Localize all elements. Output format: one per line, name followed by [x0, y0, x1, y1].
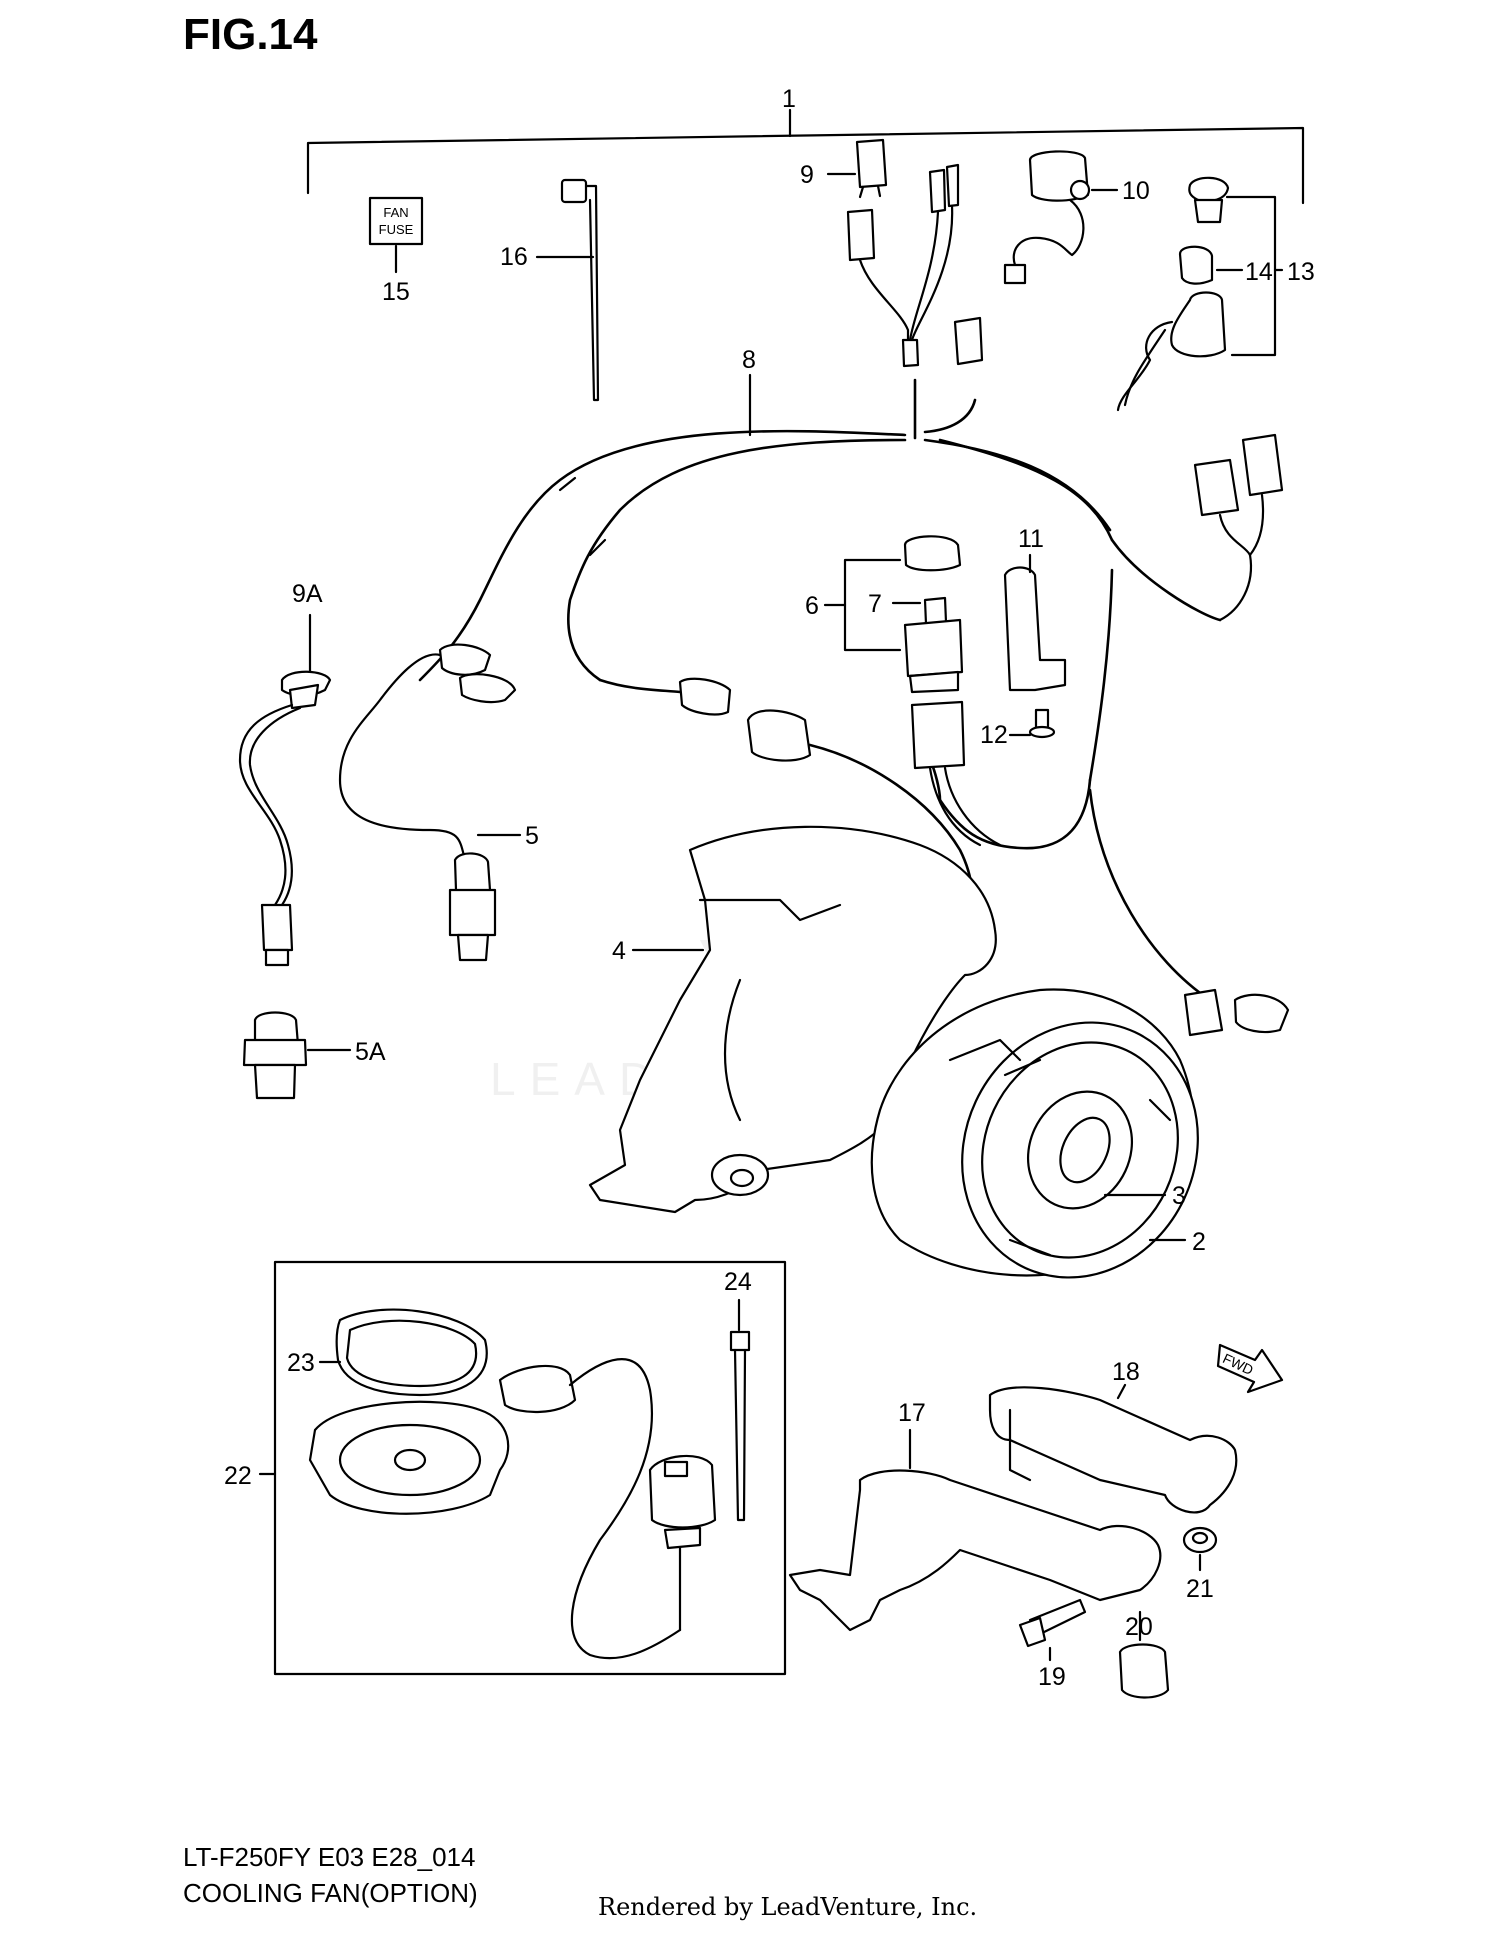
part-label-13: 13: [1287, 258, 1315, 286]
model-code: LT-F250FY E03 E28_014: [183, 1842, 476, 1872]
rendered-by-credit: Rendered by LeadVenture, Inc.: [598, 1893, 978, 1921]
thermo-switch-5: 5: [338, 643, 539, 962]
part-label-3: 3: [1172, 1182, 1186, 1210]
part-label-2: 2: [1192, 1228, 1206, 1256]
part-label-20: 20: [1125, 1613, 1153, 1641]
figure-title: FIG.14: [183, 10, 318, 59]
part-label-7: 7: [868, 590, 882, 618]
cable-tie-16: 16: [500, 178, 600, 402]
switch-10: 10: [1003, 150, 1150, 285]
fan-shroud-4: 4: [588, 825, 997, 1214]
harness-connectors-right: [1193, 433, 1284, 622]
part-label-1: 1: [782, 85, 796, 113]
part-label-9a: 9A: [292, 580, 323, 608]
part-label-17: 17: [898, 1399, 926, 1427]
fan-connector-right: [1183, 988, 1290, 1037]
part-label-10: 10: [1122, 177, 1150, 205]
kit-bracket-1: 1: [306, 85, 1305, 205]
part-label-11: 11: [1018, 525, 1044, 553]
part-label-15: 15: [382, 278, 410, 306]
fan-motor-2: 3 2: [870, 988, 1206, 1279]
nut-21: 21: [1182, 1526, 1218, 1603]
collar-20: 20: [1118, 1610, 1170, 1699]
screw-12: 12: [980, 708, 1056, 749]
part-label-5a: 5A: [355, 1038, 386, 1066]
part-label-22: 22: [224, 1462, 252, 1490]
part-label-12: 12: [980, 721, 1008, 749]
part-label-5: 5: [525, 822, 539, 850]
part-label-6: 6: [805, 592, 819, 620]
part-label-14: 14: [1245, 258, 1273, 286]
part-label-18: 18: [1112, 1358, 1140, 1386]
sensor-assy-13: 14 13: [1116, 176, 1315, 412]
part-label-8: 8: [742, 346, 756, 374]
part-label-21: 21: [1186, 1575, 1214, 1603]
bolt-19: 19: [1018, 1598, 1087, 1691]
fuse-label-line2: FUSE: [379, 222, 414, 237]
part-label-23: 23: [287, 1349, 315, 1377]
part-label-9: 9: [800, 161, 814, 189]
fuse-label-line1: FAN: [383, 205, 408, 220]
figure-caption: COOLING FAN(OPTION): [183, 1878, 478, 1908]
sub-harness-9a: 9A: [238, 580, 332, 967]
part-label-4: 4: [612, 937, 626, 965]
thermo-switch-5a: 5A: [242, 1011, 386, 1100]
relay-9: 9: [800, 138, 984, 368]
fwd-arrow-icon: FWD: [1216, 1343, 1284, 1394]
bracket-11: 11: [1003, 525, 1067, 692]
main-harness-8: 8: [418, 346, 1222, 1002]
part-label-19: 19: [1038, 1663, 1066, 1691]
coupler-6: 6 7: [805, 535, 1002, 847]
kit-box-22: 22 23 24: [224, 1260, 787, 1676]
fan-fuse-15: FAN FUSE 15: [368, 196, 424, 306]
part-label-24: 24: [724, 1268, 752, 1296]
part-label-16: 16: [500, 243, 528, 271]
brackets-17-18: 18 17: [788, 1358, 1238, 1632]
